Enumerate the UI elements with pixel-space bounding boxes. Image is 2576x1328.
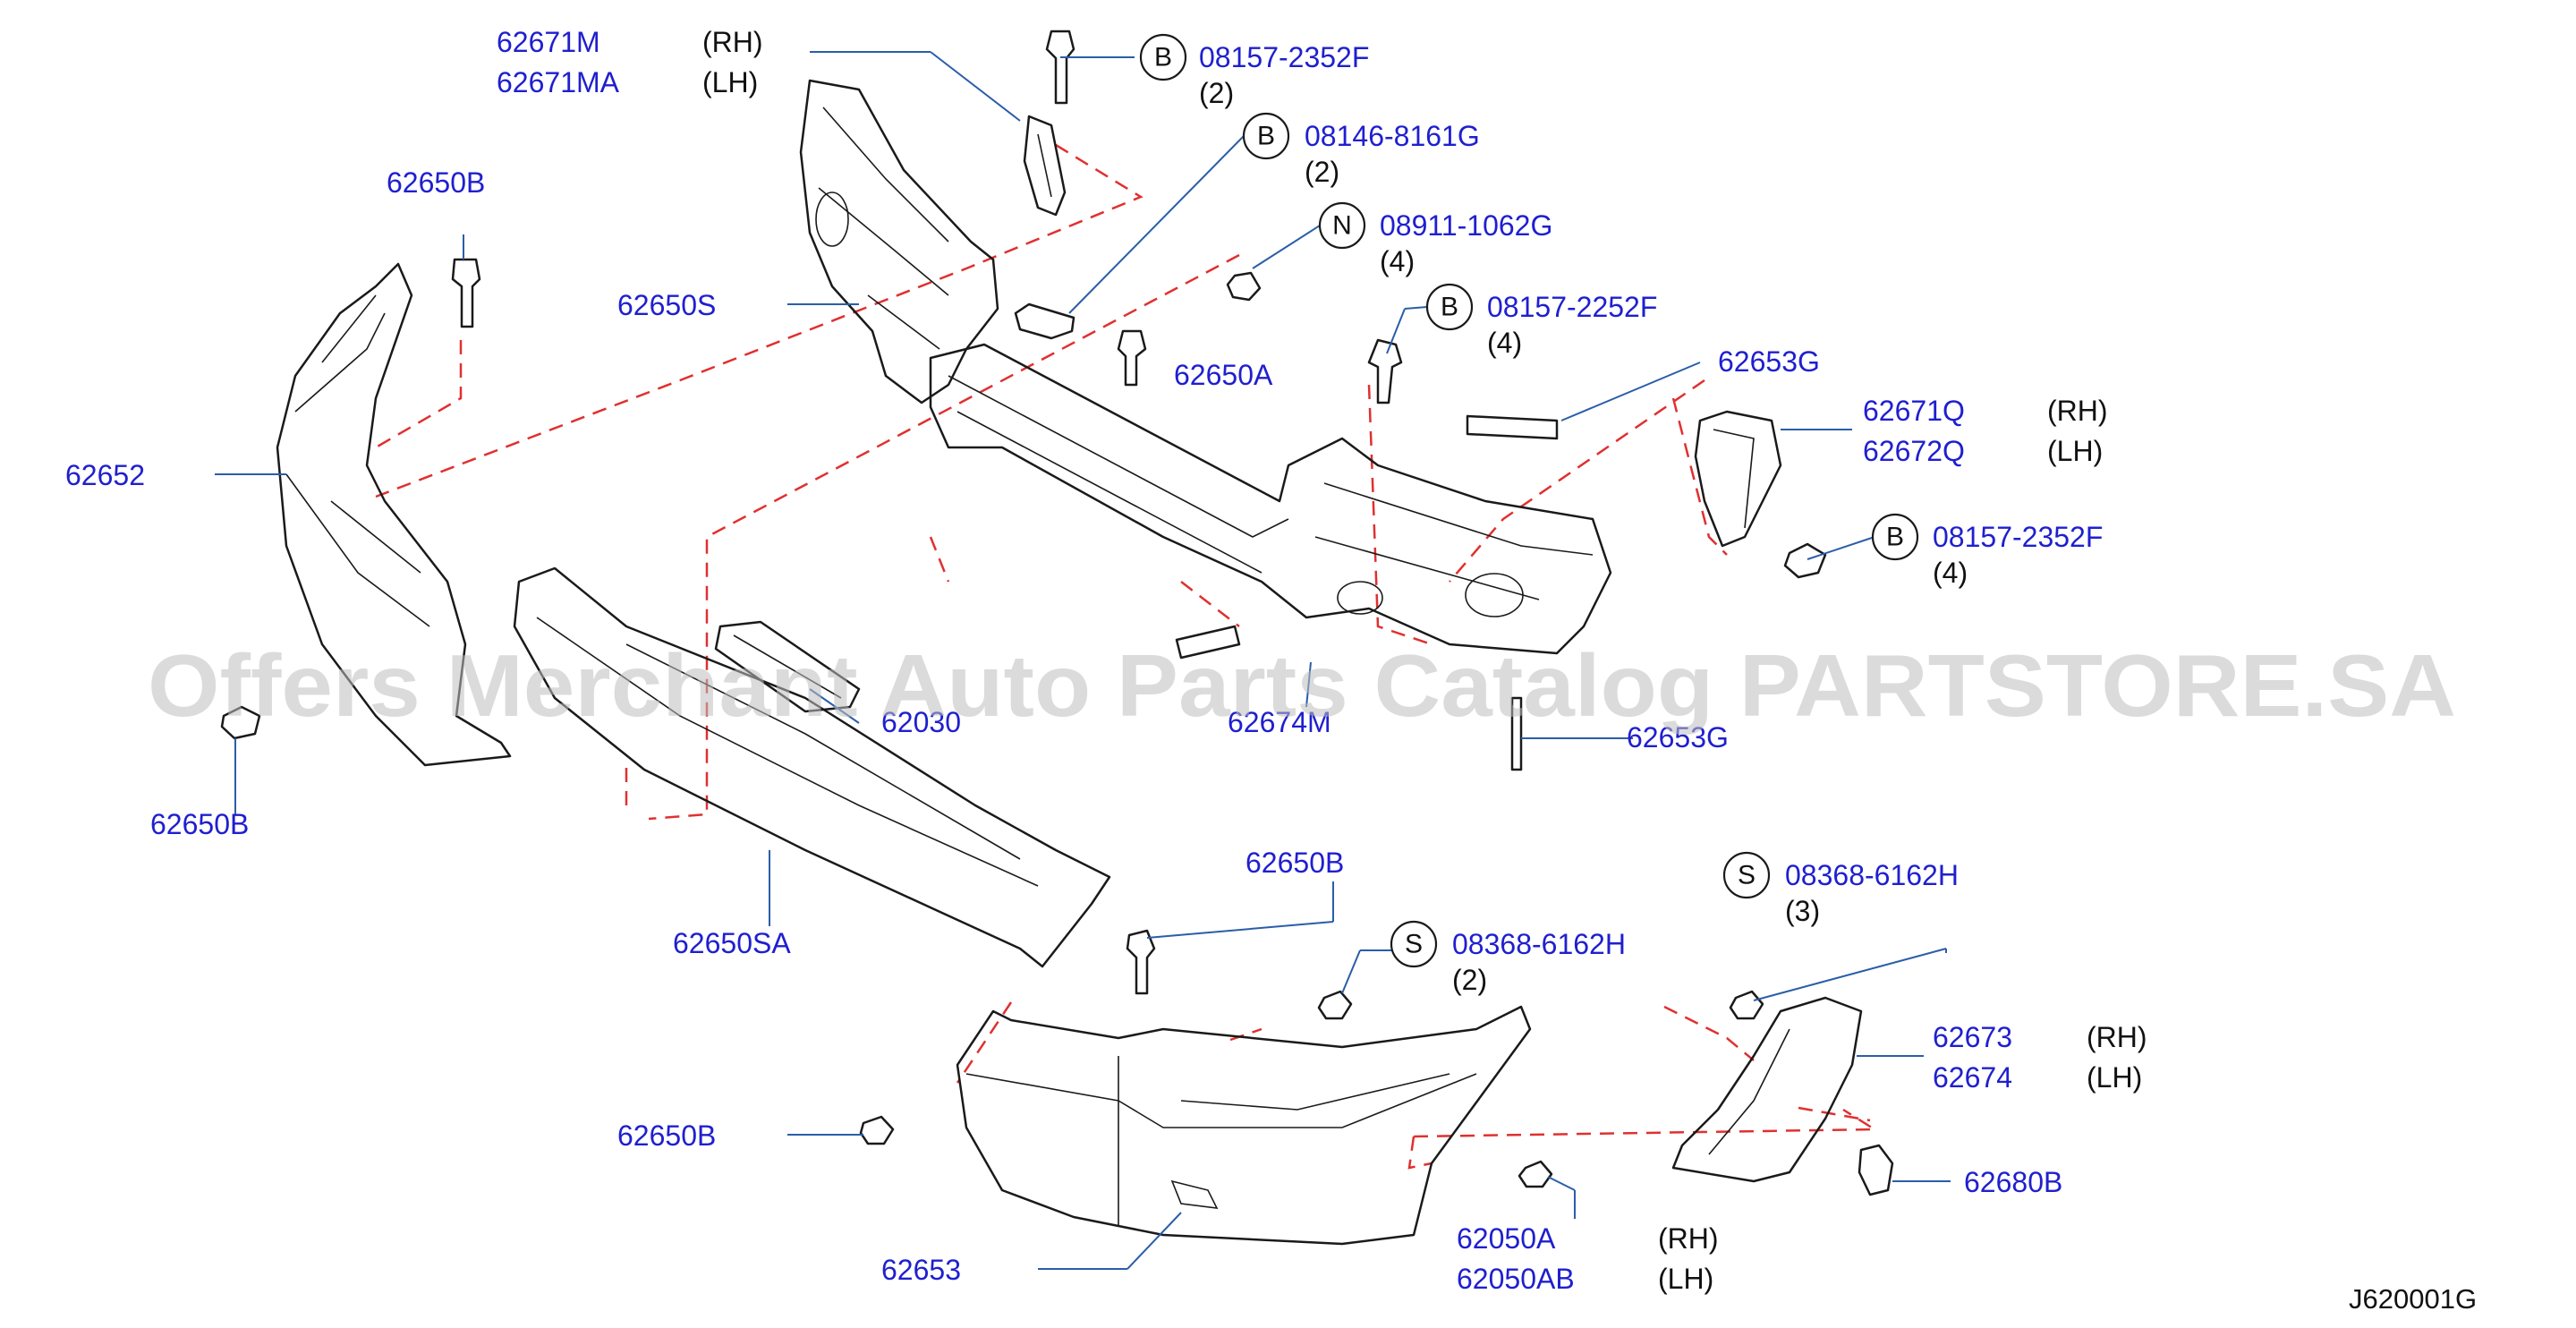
callout-part-number-2: 08146-8161G bbox=[1305, 120, 1480, 152]
label-62650B-left: 62650B bbox=[150, 808, 249, 840]
label-rh-62050A: (RH) bbox=[1658, 1222, 1719, 1255]
callout-part-number-6: 08368-6162H bbox=[1785, 859, 1959, 891]
callout-letter-4: B bbox=[1441, 293, 1458, 322]
callout-quantity-3: (4) bbox=[1380, 245, 1415, 277]
label-62671Q: 62671Q bbox=[1863, 395, 1965, 427]
label-lh-62671MA: (LH) bbox=[702, 66, 758, 98]
callout-letter-2: B bbox=[1257, 122, 1275, 151]
dashed-guide-lines bbox=[375, 143, 1879, 1170]
leader-lines bbox=[215, 51, 1951, 1270]
label-62653G-bottom: 62653G bbox=[1627, 721, 1729, 753]
callout-quantity-4: (4) bbox=[1487, 327, 1522, 359]
watermark-text: Offers Merchant Auto Parts Catalog PARTS… bbox=[148, 636, 2456, 735]
callout-quantity-6: (3) bbox=[1785, 895, 1820, 927]
label-62674M: 62674M bbox=[1228, 706, 1331, 738]
label-62680B: 62680B bbox=[1964, 1166, 2062, 1198]
label-62050AB: 62050AB bbox=[1457, 1263, 1575, 1295]
parts-drawing bbox=[220, 30, 1894, 1246]
label-62650S: 62650S bbox=[617, 289, 716, 321]
label-62653G-top: 62653G bbox=[1718, 345, 1820, 378]
label-62653: 62653 bbox=[881, 1254, 961, 1286]
labels: B 08157-2352F (2) B 08146-8161G (2) N 08… bbox=[65, 26, 2477, 1315]
callout-circles bbox=[1139, 33, 1919, 968]
label-62650SA: 62650SA bbox=[673, 927, 791, 959]
label-62671MA: 62671MA bbox=[497, 66, 620, 98]
label-62650B-top: 62650B bbox=[387, 166, 485, 199]
label-lh-62050AB: (LH) bbox=[1658, 1263, 1713, 1295]
label-62650A: 62650A bbox=[1174, 359, 1273, 391]
callout-letter-1: B bbox=[1154, 43, 1172, 72]
callout-quantity-2: (2) bbox=[1305, 156, 1339, 188]
callout-quantity-1: (2) bbox=[1199, 77, 1234, 109]
label-rh-62671Q: (RH) bbox=[2047, 395, 2108, 427]
callout-part-number-3: 08911-1062G bbox=[1380, 209, 1552, 242]
callout-letter-7: S bbox=[1405, 930, 1423, 959]
label-62652: 62652 bbox=[65, 459, 145, 491]
diagram-code: J620001G bbox=[2349, 1283, 2477, 1315]
label-lh-62674: (LH) bbox=[2087, 1061, 2142, 1094]
label-62674: 62674 bbox=[1933, 1061, 2012, 1094]
callout-quantity-7: (2) bbox=[1452, 964, 1487, 996]
label-rh-62673: (RH) bbox=[2087, 1021, 2147, 1053]
label-62672Q: 62672Q bbox=[1863, 435, 1965, 467]
label-62050A: 62050A bbox=[1457, 1222, 1556, 1255]
callout-quantity-5: (4) bbox=[1933, 557, 1968, 589]
label-62650B-bottom: 62650B bbox=[617, 1119, 716, 1152]
label-62030: 62030 bbox=[881, 706, 961, 738]
label-lh-62672Q: (LH) bbox=[2047, 435, 2103, 467]
label-62650B-center: 62650B bbox=[1245, 847, 1344, 879]
callout-part-number-4: 08157-2252F bbox=[1487, 291, 1657, 323]
callout-letter-3: N bbox=[1332, 211, 1352, 241]
label-62671M: 62671M bbox=[497, 26, 600, 58]
callout-letter-6: S bbox=[1738, 861, 1756, 890]
callout-part-number-1: 08157-2352F bbox=[1199, 41, 1369, 73]
callout-part-number-5: 08157-2352F bbox=[1933, 521, 2103, 553]
callout-part-number-7: 08368-6162H bbox=[1452, 928, 1626, 960]
label-62673: 62673 bbox=[1933, 1021, 2012, 1053]
label-rh-62671M: (RH) bbox=[702, 26, 763, 58]
callout-letter-5: B bbox=[1886, 523, 1904, 552]
